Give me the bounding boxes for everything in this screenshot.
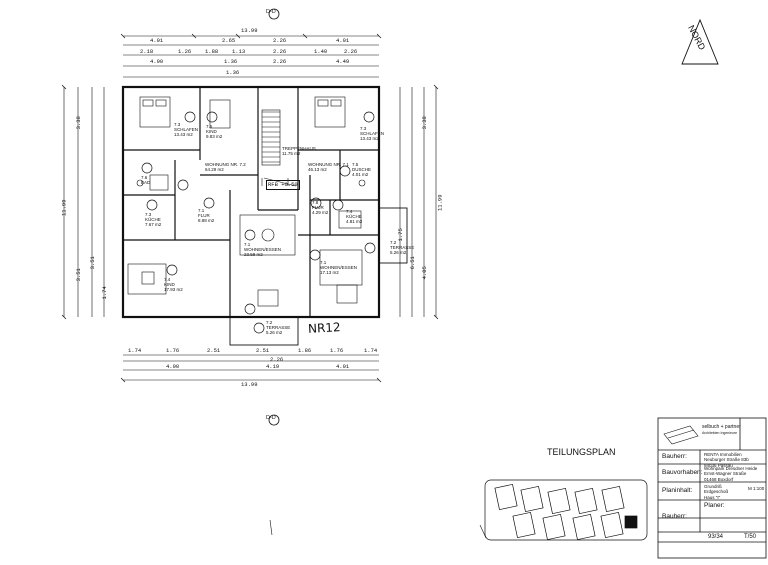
bottom-dimension: 2.26 — [270, 356, 284, 363]
top-dimension: 1.36 — [224, 58, 238, 65]
vorhaben-label: Bauvorhaben: — [662, 469, 703, 476]
top-dimension: 1.26 — [178, 48, 192, 55]
top-dimension: 4.01 — [150, 37, 164, 44]
level-marker: RFB +0.50 — [266, 180, 300, 190]
site-key-plan — [484, 479, 648, 541]
building-outline — [121, 85, 381, 319]
bauherr2-label: Bauherr: — [662, 513, 687, 520]
right-dimension: 3.38 — [420, 116, 428, 130]
bottom-dimension: 1.86 — [298, 347, 312, 354]
compass-icon — [681, 18, 719, 65]
planer-label: Planer: — [704, 502, 725, 509]
planinhalt-value: Grundriß Erdgeschoß Haus "I" — [704, 484, 729, 500]
terrace-left — [229, 316, 299, 346]
title-block-frame — [657, 417, 767, 559]
top-dimension: 4.90 — [150, 58, 164, 65]
bottom-dimension: 1.74 — [128, 347, 142, 354]
top-dimension: 4.01 — [336, 37, 350, 44]
firm-name: selbuch + partner — [702, 424, 741, 430]
right-total-dimension: 11.99 — [436, 194, 444, 212]
firm-logo — [663, 425, 699, 445]
left-total-dimension: 11.99 — [60, 199, 68, 217]
terrace-right — [378, 207, 408, 264]
section-mark-bottom: D-D — [266, 415, 276, 421]
left-dimension: 3.38 — [74, 116, 82, 130]
sheet-title: TEILUNGSPLAN — [547, 447, 616, 457]
top-dimension: 2.65 — [222, 37, 236, 44]
top-total-dimension: 13.99 — [241, 27, 258, 34]
top-dimension: 2.26 — [344, 48, 358, 55]
top-dimension: 1.40 — [314, 48, 328, 55]
bottom-dimension: 2.51 — [207, 347, 221, 354]
top-dimension: 2.26 — [273, 37, 287, 44]
top-dimension: 1.36 — [226, 69, 240, 76]
plan-number: T/50 — [744, 534, 757, 540]
top-dimension: 1.88 — [205, 48, 219, 55]
section-mark-bottom-icon — [268, 414, 280, 426]
bottom-total-dimension: 13.99 — [241, 381, 258, 388]
right-dimension: 4.05 — [420, 266, 428, 280]
right-dimension: 6.51 — [408, 256, 416, 270]
section-mark-top: D-D — [266, 9, 276, 15]
scale: M 1:100 — [748, 486, 765, 491]
sheet-number: 93/34 — [708, 534, 724, 540]
bottom-dimension: 1.74 — [364, 347, 378, 354]
left-dimension: 1.74 — [100, 286, 108, 300]
top-dimension: 2.26 — [273, 58, 287, 65]
bauherr-label: Bauherr: — [662, 453, 687, 460]
bottom-dimension: 4.90 — [166, 363, 180, 370]
planinhalt-label: Planinhalt: — [662, 487, 693, 494]
handwritten-unit-number: NR12 — [307, 320, 341, 336]
firm-subtitle: Architekten Ingenieure — [702, 431, 738, 435]
section-mark-top-icon — [268, 8, 280, 20]
bottom-dimension: 4.19 — [266, 363, 280, 370]
bottom-dimension: 4.01 — [336, 363, 350, 370]
bottom-dimension: 2.51 — [256, 347, 270, 354]
top-dimension: 4.49 — [336, 58, 350, 65]
bottom-dimension: 1.76 — [166, 347, 180, 354]
left-dimension: 3.51 — [74, 268, 82, 282]
left-dimension: 3.51 — [88, 256, 96, 270]
bottom-dimension: 1.76 — [330, 347, 344, 354]
bauherr-value: RENTA Immobilien Neuburger Straße 83b 94… — [704, 452, 749, 468]
vorhaben-value: Wohnpark Dresdner Heide Ernst-Wagner Str… — [704, 466, 758, 482]
top-dimension: 2.18 — [140, 48, 154, 55]
top-dimension: 2.26 — [273, 48, 287, 55]
top-dimension: 1.13 — [232, 48, 246, 55]
